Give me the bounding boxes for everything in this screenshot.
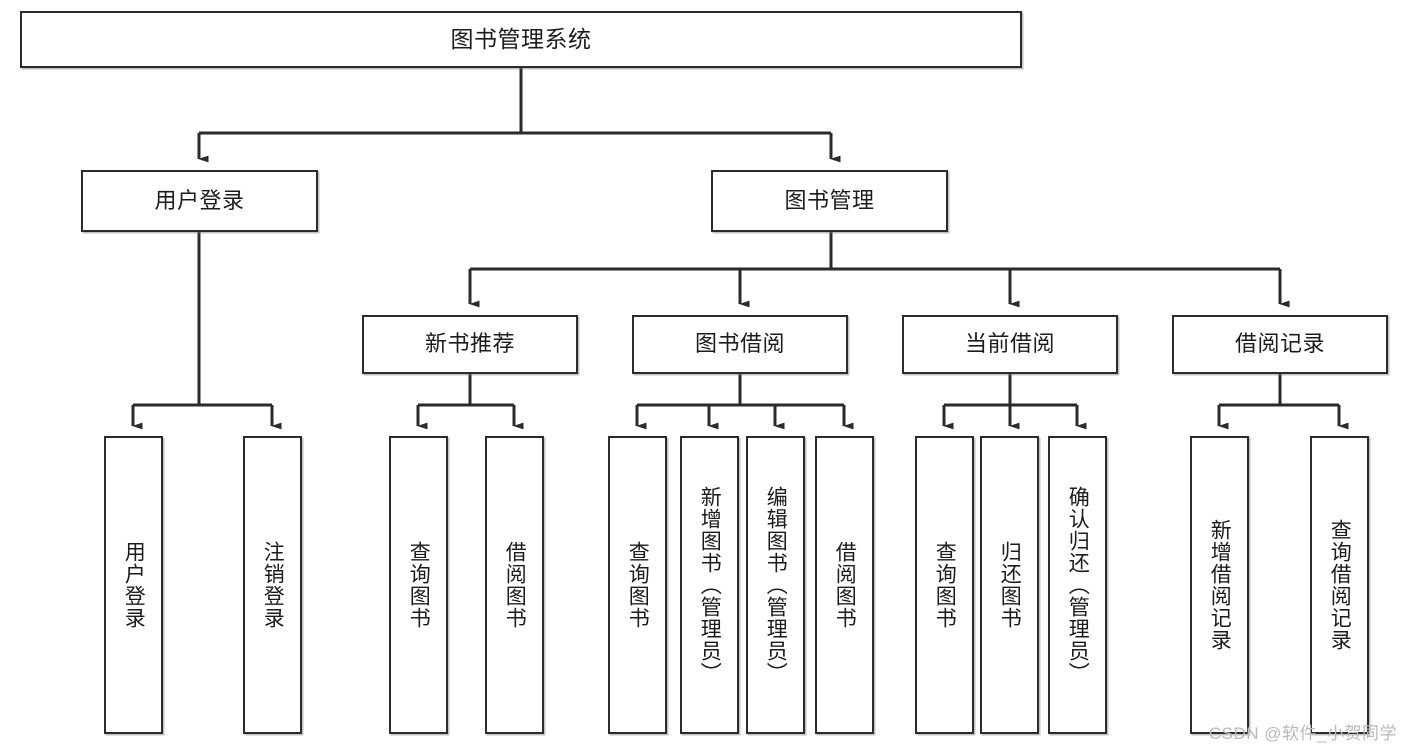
leaf-user-login[interactable]: 用户登录	[104, 436, 163, 734]
node-new-book-recommend[interactable]: 新书推荐	[362, 315, 578, 374]
leaf-label: 用户登录	[122, 541, 146, 629]
node-label: 借阅记录	[1234, 331, 1325, 357]
node-user-login[interactable]: 用户登录	[81, 170, 318, 232]
leaf-label: 借阅图书	[833, 541, 857, 629]
node-label: 图书管理	[784, 187, 875, 213]
leaf-label: 查询图书	[407, 541, 431, 629]
node-current-borrow[interactable]: 当前借阅	[902, 315, 1118, 374]
leaf-record-add-record[interactable]: 新增借阅记录	[1190, 436, 1249, 734]
leaf-label: 新增图书（管理员）	[698, 486, 722, 684]
leaf-recommend-query-book[interactable]: 查询图书	[389, 436, 448, 734]
node-root-system[interactable]: 图书管理系统	[20, 11, 1022, 68]
leaf-label: 查询图书	[933, 541, 957, 629]
node-label: 新书推荐	[424, 331, 515, 357]
leaf-current-confirm-return-admin[interactable]: 确认归还（管理员）	[1048, 436, 1107, 734]
node-label: 当前借阅	[964, 331, 1055, 357]
leaf-label: 归还图书	[998, 541, 1022, 629]
leaf-current-query-book[interactable]: 查询图书	[915, 436, 974, 734]
node-label: 图书管理系统	[450, 25, 592, 52]
node-book-management[interactable]: 图书管理	[711, 170, 948, 232]
leaf-borrow-borrow-book[interactable]: 借阅图书	[815, 436, 874, 734]
node-label: 图书借阅	[694, 331, 785, 357]
leaf-label: 确认归还（管理员）	[1066, 486, 1090, 684]
leaf-label: 新增借阅记录	[1208, 519, 1232, 651]
leaf-label: 借阅图书	[503, 541, 527, 629]
leaf-current-return-book[interactable]: 归还图书	[980, 436, 1039, 734]
node-label: 用户登录	[154, 187, 245, 213]
leaf-borrow-edit-book-admin[interactable]: 编辑图书（管理员）	[746, 436, 805, 734]
leaf-borrow-query-book[interactable]: 查询图书	[608, 436, 667, 734]
leaf-record-query-record[interactable]: 查询借阅记录	[1310, 436, 1369, 734]
leaf-recommend-borrow-book[interactable]: 借阅图书	[485, 436, 544, 734]
watermark-text: CSDN @软件_小贺同学	[1208, 724, 1397, 743]
node-book-borrow[interactable]: 图书借阅	[632, 315, 848, 374]
leaf-label: 注销登录	[261, 541, 285, 629]
leaf-label: 查询图书	[626, 541, 650, 629]
leaf-borrow-add-book-admin[interactable]: 新增图书（管理员）	[680, 436, 739, 734]
node-borrow-record[interactable]: 借阅记录	[1172, 315, 1388, 374]
leaf-label: 查询借阅记录	[1328, 519, 1352, 651]
leaf-user-logout[interactable]: 注销登录	[243, 436, 302, 734]
leaf-label: 编辑图书（管理员）	[764, 486, 788, 684]
